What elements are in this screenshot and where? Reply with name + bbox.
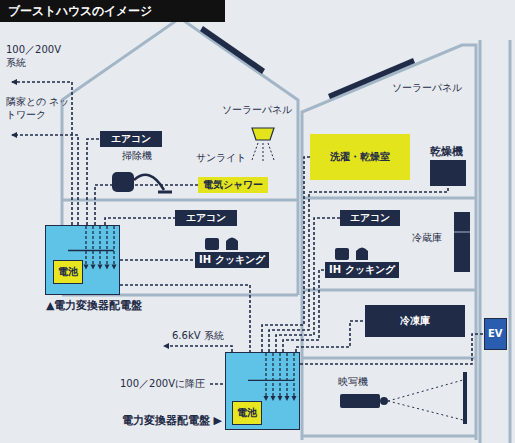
vacuum-nozzle — [158, 191, 172, 194]
box-label: EV — [488, 328, 503, 340]
kettle — [226, 238, 238, 251]
kettle — [356, 248, 368, 261]
projector-lens — [380, 397, 388, 405]
fridge-door — [454, 232, 470, 233]
appliance-box: 冷凍庫 — [365, 305, 465, 337]
power-wire — [296, 321, 365, 352]
panel-junction — [105, 265, 110, 270]
panel-junction — [292, 396, 297, 401]
vacuum-body — [112, 172, 134, 192]
power-wire — [120, 285, 250, 352]
screen — [463, 372, 467, 424]
box-label: 冷凍庫 — [400, 315, 430, 327]
network-label: 隣家との ネットワーク — [6, 96, 70, 121]
box-label: IH クッキング — [329, 264, 395, 276]
panel-junction — [264, 396, 269, 401]
power-wire — [105, 218, 175, 225]
box-label: 電池 — [237, 407, 257, 419]
panel-wire — [92, 226, 93, 265]
vacuum-icon — [112, 172, 172, 192]
distribution-panel: ▲電力変換器配電盤電池 — [45, 225, 120, 295]
box-heading: 乾燥機 — [430, 145, 463, 158]
box-label: 電気シャワー — [203, 179, 263, 191]
power-wire — [120, 259, 195, 261]
solar-panel — [200, 26, 265, 74]
pot — [205, 238, 219, 250]
panel-junction — [112, 265, 117, 270]
projector-beam — [388, 380, 463, 420]
power-wire — [87, 139, 100, 225]
grid-label: 100／200V 系統 — [6, 44, 68, 69]
box-label: 洗濯・乾燥室 — [330, 151, 390, 163]
fixture-label: サンライト — [196, 152, 246, 165]
panel-junction — [91, 265, 96, 270]
appliance-label: 映写機 — [338, 376, 368, 389]
power-wire — [262, 157, 310, 352]
network-arrow — [12, 135, 78, 225]
box-heading: ▲電力変換器配電盤 — [46, 299, 142, 312]
projector-body — [340, 394, 380, 408]
title-bar: ブーストハウスのイメージ — [0, 0, 225, 22]
grid-label: 6.6kV 系統 — [172, 330, 224, 343]
battery-box: 電池 — [53, 260, 83, 284]
elevator-box: EV — [484, 318, 507, 350]
building-floor — [302, 198, 476, 436]
fridge-icon — [454, 212, 470, 272]
box-heading: 電力変換器配電盤 ▶ — [122, 414, 222, 427]
panel-wire — [113, 226, 114, 265]
power-wire — [283, 270, 325, 352]
light-rays — [252, 143, 274, 162]
panel-junction — [98, 265, 103, 270]
grid-lines — [12, 82, 232, 384]
panel-wire — [279, 353, 280, 396]
solar-label: ソーラーパネル — [222, 104, 292, 117]
room-box: 洗濯・乾燥室 — [310, 134, 410, 180]
appliance-box: IH クッキング — [195, 252, 269, 268]
appliance-box: エアコン — [340, 210, 400, 226]
panel-wire — [293, 353, 294, 396]
panel-junction — [271, 396, 276, 401]
panel-wire — [265, 353, 266, 396]
box-label: エアコン — [111, 133, 151, 145]
fixture-body — [252, 128, 274, 140]
appliance-box: 乾燥機 — [430, 160, 466, 186]
building-wall — [302, 45, 476, 440]
box-label: エアコン — [350, 212, 390, 224]
building-outline — [62, 18, 510, 443]
appliance-box: エアコン — [175, 210, 237, 226]
vacuum-hose — [134, 175, 164, 190]
panel-wire — [85, 226, 86, 265]
panel-junction — [278, 396, 283, 401]
power-wire — [276, 218, 340, 352]
appliance-label: 冷蔵庫 — [412, 232, 442, 245]
solar-label: ソーラーパネル — [392, 82, 462, 95]
appliance-box: IH クッキング — [325, 262, 399, 278]
fridge-body — [454, 212, 470, 272]
box-label: IH クッキング — [199, 254, 265, 266]
panel-bus — [248, 380, 294, 381]
voltage-label: 100／200Vに降圧 — [120, 378, 205, 391]
leader-line — [210, 383, 225, 385]
room-box: 電気シャワー — [198, 177, 268, 193]
sunlight-fixture — [252, 128, 274, 162]
appliance-box: エアコン — [100, 131, 162, 147]
pot — [335, 248, 349, 260]
battery-box: 電池 — [232, 401, 262, 425]
panel-wire — [106, 226, 107, 265]
box-label: エアコン — [186, 212, 226, 224]
panel-wire — [286, 353, 287, 396]
panel-wire — [99, 226, 100, 265]
panel-wire — [272, 353, 273, 396]
power-wire — [300, 334, 484, 364]
hv-arrow — [164, 346, 232, 352]
elevator-shaft — [480, 40, 510, 443]
appliance-label: 掃除機 — [122, 150, 152, 163]
panel-junction — [285, 396, 290, 401]
panel-junction — [84, 265, 89, 270]
box-label: 電池 — [58, 266, 78, 278]
panel-bus — [68, 250, 114, 251]
distribution-panel: 電力変換器配電盤 ▶電池 — [225, 352, 300, 430]
